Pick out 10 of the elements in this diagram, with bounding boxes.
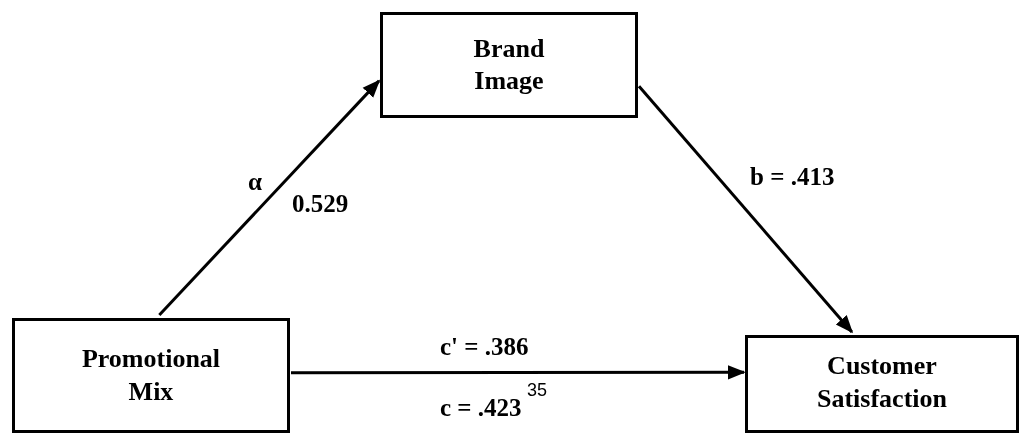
variable-name: Brand Image: [472, 32, 546, 97]
page-number: 35: [527, 381, 548, 401]
variable-name: Promotional Mix: [80, 343, 222, 408]
variable-box: [745, 335, 1019, 433]
arrow: [637, 85, 854, 334]
variable-name: Customer Satisfaction: [816, 350, 948, 415]
variable-box: [380, 12, 638, 118]
variable-box: [12, 318, 290, 433]
arrow: [158, 79, 381, 317]
arrow: [291, 365, 746, 380]
